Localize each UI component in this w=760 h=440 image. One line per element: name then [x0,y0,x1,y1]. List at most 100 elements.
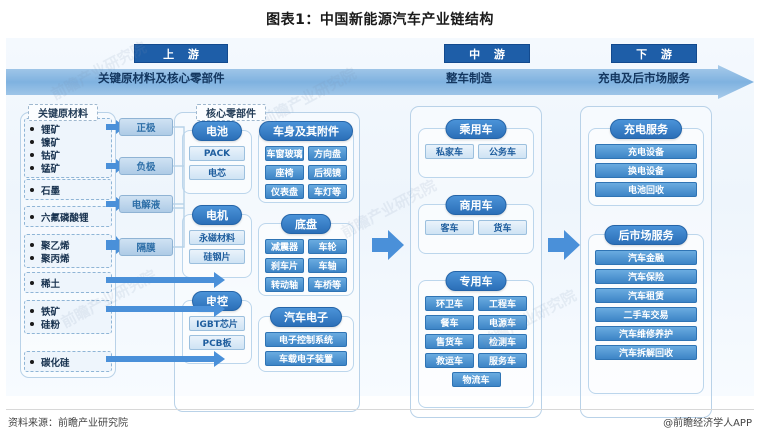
module-chassis: 底盘 减震器 车轮 刹车片 车轴 转动轴 车桥等 [258,214,354,296]
module-commercial-vehicle: 商用车 客车 货车 [418,195,534,254]
footer-divider [6,409,754,410]
module-cell: 电子控制系统 [265,332,347,347]
module-cell: 货车 [478,220,527,235]
module-title-battery: 电池 [192,121,242,141]
module-title-passenger-vehicle: 乘用车 [445,119,507,139]
module-automotive-electronics: 汽车电子 电子控制系统 车载电子装置 [258,307,354,372]
module-cell: 车桥等 [308,277,347,292]
bullet-icon [30,165,34,170]
module-cell: 后视镜 [308,165,347,180]
material-item: 聚乙烯 [25,238,111,252]
module-cell: 餐车 [425,315,474,330]
module-vehicle-body: 车身及其附件 车窗玻璃 方向盘 座椅 后视镜 仪表盘 车灯等 [258,121,354,203]
bullet-icon [30,321,34,326]
module-cell: 二手车交易 [595,307,697,322]
module-cell: 环卫车 [425,296,474,311]
material-group: 锂矿 镍矿 钴矿 锰矿 [24,118,112,178]
stage-badge-upstream: 上 游 [134,44,228,63]
module-title-special-purpose-vehicle: 专用车 [445,271,507,291]
module-aftermarket-service: 后市场服务 汽车金融 汽车保险 汽车租赁 二手车交易 汽车维修养护 汽车拆解回收 [588,225,704,394]
material-item: 锰矿 [25,161,111,175]
module-cell: 硅钢片 [189,249,245,264]
material-item: 石墨 [25,183,111,197]
intermediate-separator: 隔膜 [119,238,173,256]
bullet-icon [30,214,34,219]
module-cell: 私家车 [425,144,474,159]
footer-brand: @前瞻经济学人APP [663,418,752,429]
material-item: 聚丙烯 [25,251,111,265]
module-title-chassis: 底盘 [281,214,331,234]
module-special-purpose-vehicle: 专用车 环卫车 工程车 餐车 电源车 售货车 检测车 救运车 服务车 物流车 [418,271,534,408]
module-battery: 电池 PACK 电芯 [182,121,252,194]
stage-flow-arrow [6,65,754,99]
material-item: 碳化硅 [25,355,111,369]
material-item: 六氟磷酸锂 [25,210,111,224]
material-group: 聚乙烯 聚丙烯 [24,234,112,268]
module-cell: 座椅 [265,165,304,180]
module-cell: 刹车片 [265,258,304,273]
module-cell: 电源车 [478,315,527,330]
band-label-upstream: 关键原材料及核心零部件 [98,71,225,85]
module-cell: 汽车保险 [595,269,697,284]
material-item: 钴矿 [25,148,111,162]
bullet-icon [30,187,34,192]
caption-key-materials: 关键原材料 [28,104,98,121]
module-title-aftermarket-service: 后市场服务 [604,225,688,245]
module-cell: 汽车租赁 [595,288,697,303]
module-title-automotive-electronics: 汽车电子 [270,307,342,327]
material-item: 稀土 [25,276,111,290]
material-item: 硅粉 [25,317,111,331]
module-cell: 充电设备 [595,144,697,159]
module-cell: 售货车 [425,334,474,349]
module-cell: 汽车拆解回收 [595,345,697,360]
material-item: 镍矿 [25,135,111,149]
module-cell: 车载电子装置 [265,351,347,366]
page-title: 图表1：中国新能源汽车产业链结构 [266,12,494,28]
bullet-icon [30,308,34,313]
bullet-icon [30,359,34,364]
material-item: 锂矿 [25,122,111,136]
bullet-icon [30,255,34,260]
bullet-icon [30,242,34,247]
module-cell: 车轴 [308,258,347,273]
module-cell: 电芯 [189,165,245,180]
module-passenger-vehicle: 乘用车 私家车 公务车 [418,119,534,178]
bullet-icon [30,280,34,285]
module-cell: 车轮 [308,239,347,254]
material-group: 铁矿 硅粉 [24,300,112,334]
bullet-icon [30,152,34,157]
module-cell: 服务车 [478,353,527,368]
module-cell: 检测车 [478,334,527,349]
module-cell: 方向盘 [308,146,347,161]
module-cell: 仪表盘 [265,184,304,199]
module-title-vehicle-body: 车身及其附件 [259,121,353,141]
module-cell: 救运车 [425,353,474,368]
module-title-motor: 电机 [192,205,242,225]
stage-badge-midstream: 中 游 [444,44,530,63]
material-item: 铁矿 [25,304,111,318]
industry-chain-board: 前瞻产业研究院 前瞻产业研究院 前瞻产业研究院 前瞻产业研究院 前瞻产业研究院 … [6,38,754,418]
footer-source: 资料来源：前瞻产业研究院 [8,418,128,429]
intermediate-anode: 负极 [119,157,173,175]
module-cell: 减震器 [265,239,304,254]
module-cell: 物流车 [451,372,501,387]
module-charging-service: 充电服务 充电设备 换电设备 电池回收 [588,119,704,206]
module-cell: 工程车 [478,296,527,311]
band-label-midstream: 整车制造 [446,71,492,85]
module-cell: 永磁材料 [189,230,245,245]
intermediate-cathode: 正极 [119,118,173,136]
module-title-charging-service: 充电服务 [610,119,682,139]
module-cell: 换电设备 [595,163,697,178]
module-cell: 车灯等 [308,184,347,199]
module-cell: 车窗玻璃 [265,146,304,161]
stage-badge-downstream: 下 游 [611,44,697,63]
material-group: 石墨 [24,179,112,200]
module-cell: PCB板 [189,335,245,350]
module-cell: 公务车 [478,144,527,159]
bullet-icon [30,126,34,131]
material-group: 稀土 [24,272,112,293]
intermediate-electrolyte: 电解液 [119,195,173,213]
module-cell: 转动轴 [265,277,304,292]
material-group: 碳化硅 [24,351,112,372]
module-cell: 汽车维修养护 [595,326,697,341]
